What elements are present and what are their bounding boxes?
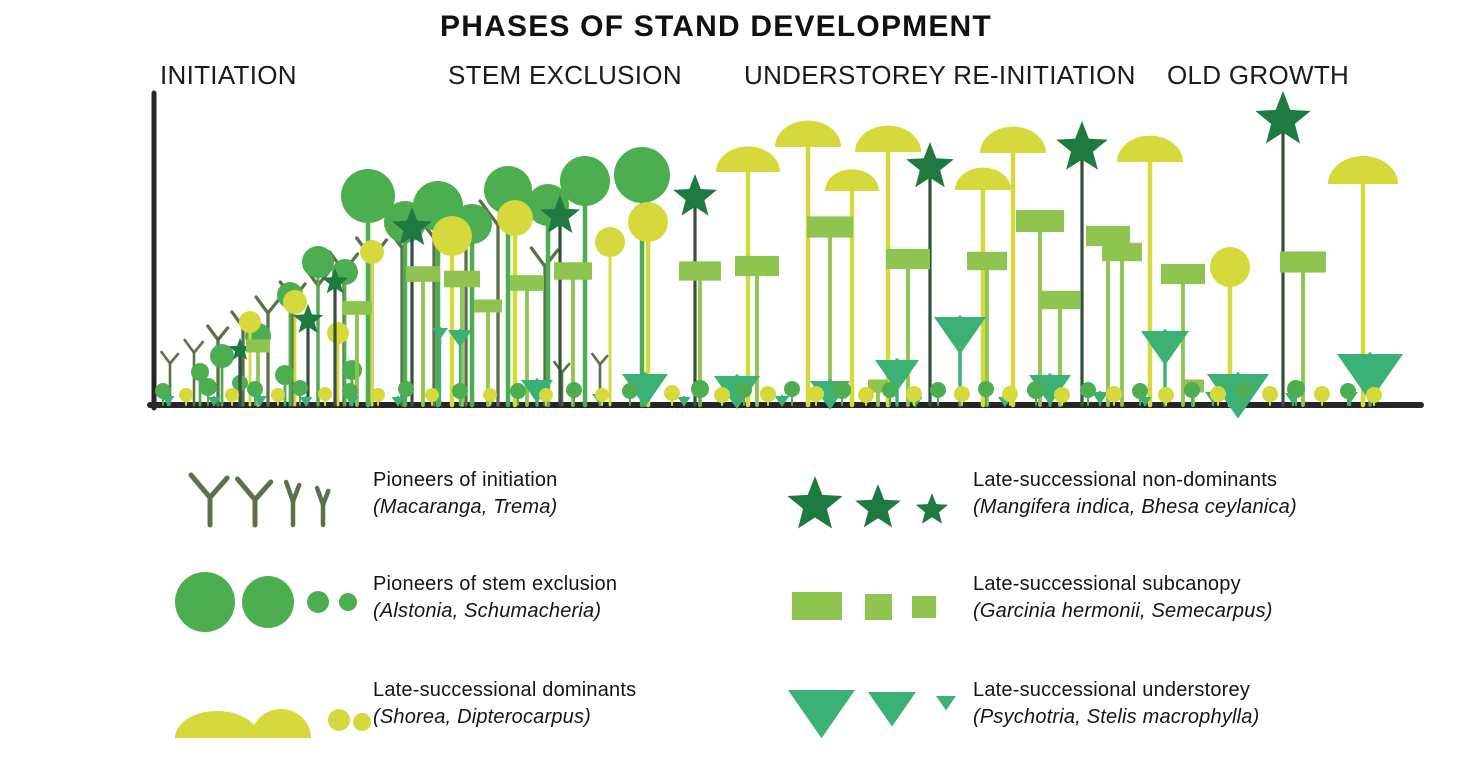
- pioneer-y-symbol: [188, 472, 331, 528]
- legend-item-pioneers-of-initiation: Pioneers of initiation (Macaranga, Trema…: [173, 452, 558, 536]
- pioneer-circle-symbol: [175, 572, 357, 632]
- legend-item-late-successional-dominants: Late-successional dominants (Shorea, Dip…: [173, 662, 636, 746]
- legend-label: Late-successional dominants: [373, 679, 637, 701]
- legend-text: Pioneers of initiation (Macaranga, Trema…: [373, 467, 558, 521]
- legend-species: (Macaranga, Trema): [373, 496, 558, 518]
- legend-item-pioneers-of-stem-exclusion: Pioneers of stem exclusion (Alstonia, Sc…: [173, 556, 617, 640]
- phase-label-stem-exclusion: STEM EXCLUSION: [448, 60, 682, 90]
- legend-text: Late-successional subcanopy (Garcinia he…: [973, 571, 1273, 625]
- legend-label: Late-successional understorey: [973, 679, 1251, 701]
- legend-species: (Garcinia hermonii, Semecarpus): [973, 600, 1273, 622]
- legend-label: Late-successional non-dominants: [973, 469, 1278, 491]
- phase-label-old-growth: OLD GROWTH: [1167, 60, 1350, 90]
- legend-label: Late-successional subcanopy: [973, 573, 1241, 595]
- legend-species: (Mangifera indica, Bhesa ceylanica): [973, 496, 1297, 518]
- legend-label: Pioneers of stem exclusion: [373, 573, 618, 595]
- understorey-triangle-symbol: [788, 690, 956, 739]
- legend-text: Pioneers of stem exclusion (Alstonia, Sc…: [373, 571, 617, 625]
- legend-species: (Alstonia, Schumacheria): [373, 600, 602, 622]
- phase-label-understorey-re-initiation: UNDERSTOREY RE-INITIATION: [744, 60, 1136, 90]
- legend-text: Late-successional understorey (Psychotri…: [973, 677, 1260, 731]
- legend-text: Late-successional dominants (Shorea, Dip…: [373, 677, 636, 731]
- figure-title: PHASES OF STAND DEVELOPMENT: [440, 10, 992, 43]
- dominant-dome-symbol: [175, 709, 371, 738]
- legend-text: Late-successional non-dominants (Mangife…: [973, 467, 1297, 521]
- legend-item-late-successional-non-dominants: Late-successional non-dominants (Mangife…: [786, 452, 1297, 536]
- legend-label: Pioneers of initiation: [373, 469, 558, 491]
- legend-item-late-successional-understorey: Late-successional understorey (Psychotri…: [786, 662, 1260, 746]
- legend-species: (Shorea, Dipterocarpus): [373, 706, 592, 728]
- legend-species: (Psychotria, Stelis macrophylla): [973, 706, 1260, 728]
- subcanopy-rect-symbol: [792, 592, 936, 620]
- phase-label-initiation: INITIATION: [160, 60, 297, 90]
- star-symbol: [787, 476, 949, 529]
- legend-item-late-successional-subcanopy: Late-successional subcanopy (Garcinia he…: [786, 556, 1273, 640]
